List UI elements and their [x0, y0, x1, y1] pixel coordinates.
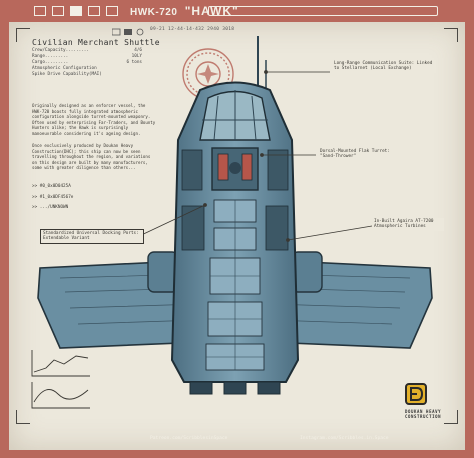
spec-value: 10LY — [131, 54, 142, 60]
spec-row: Atmospheric Configuration — [32, 66, 142, 72]
ship-name: "HAWK" — [184, 4, 239, 18]
header-square — [52, 6, 64, 16]
code-line: >> .../UNKNOWN — [32, 205, 69, 210]
description-text: Originally designed as an enforcer vesse… — [32, 103, 156, 136]
code-line: >> #1_0x0DF4567e — [32, 194, 74, 200]
corner-bracket — [16, 410, 30, 424]
spec-row: Cargo......... 6 tons — [32, 60, 142, 66]
status-icons — [112, 28, 144, 36]
brand-name: DOUKAN HEAVY CONSTRUCTION — [405, 409, 442, 419]
serial-meta: 09-21 12-44-14-432 2940 3018 — [150, 27, 235, 32]
code-line: >> #0_0x0D0425A — [32, 184, 71, 189]
model-code: HWK-720 — [130, 7, 178, 18]
callout-comms: Long-Range Communication Suite: Linked t… — [332, 60, 436, 73]
spec-label: Spike Drive Capability(MAI) — [32, 72, 102, 78]
spec-label: Atmospheric Configuration — [32, 66, 97, 72]
header-square — [34, 6, 46, 16]
callout-turret: Dorsal-Mounted Flak Turret: "Sand-Throwe… — [318, 148, 406, 161]
header-square — [106, 6, 118, 16]
brand-logo-icon — [410, 387, 424, 401]
ship-title: Civilian Merchant Shuttle — [32, 38, 160, 47]
spec-row: Range......... 10LY — [32, 54, 142, 60]
spec-row: Crew/Capacity......... 4/6 — [32, 48, 142, 54]
code-list: >> #0_0x0D0425A >> #1_0x0DF4567e >> .../… — [32, 182, 73, 214]
header-rule — [208, 6, 438, 16]
header-square — [70, 6, 82, 16]
spec-value: 6 tons — [126, 60, 142, 66]
corner-bracket — [16, 28, 30, 42]
ship-blueprint — [37, 36, 433, 395]
brand-logo — [405, 383, 427, 405]
header-bar: HWK-720 "HAWK" — [0, 0, 474, 22]
header-square — [88, 6, 100, 16]
spec-value: 4/6 — [134, 48, 142, 53]
callout-turbines: In-Built Agaira AT-7200 Atmospheric Turb… — [372, 218, 444, 231]
spec-row: Spike Drive Capability(MAI) — [32, 72, 142, 78]
corner-bracket — [444, 410, 458, 424]
history-text: Once exclusively produced by Doukan Heav… — [32, 143, 151, 171]
page-title: HWK-720 "HAWK" — [130, 4, 239, 18]
callout-docking: Standardized Universal Docking Ports: Ex… — [40, 229, 144, 244]
footer-instagram[interactable]: Instagram.com/Scribbles.in.Space — [300, 436, 389, 441]
corner-bracket — [444, 28, 458, 42]
spec-label: Range......... — [32, 54, 69, 60]
spec-label: Cargo......... — [32, 60, 69, 66]
footer-patreon[interactable]: Patreon.com/ScribblesinSpace — [150, 436, 228, 441]
spec-label: Crew/Capacity......... — [32, 48, 89, 53]
mini-graphs — [31, 350, 90, 409]
